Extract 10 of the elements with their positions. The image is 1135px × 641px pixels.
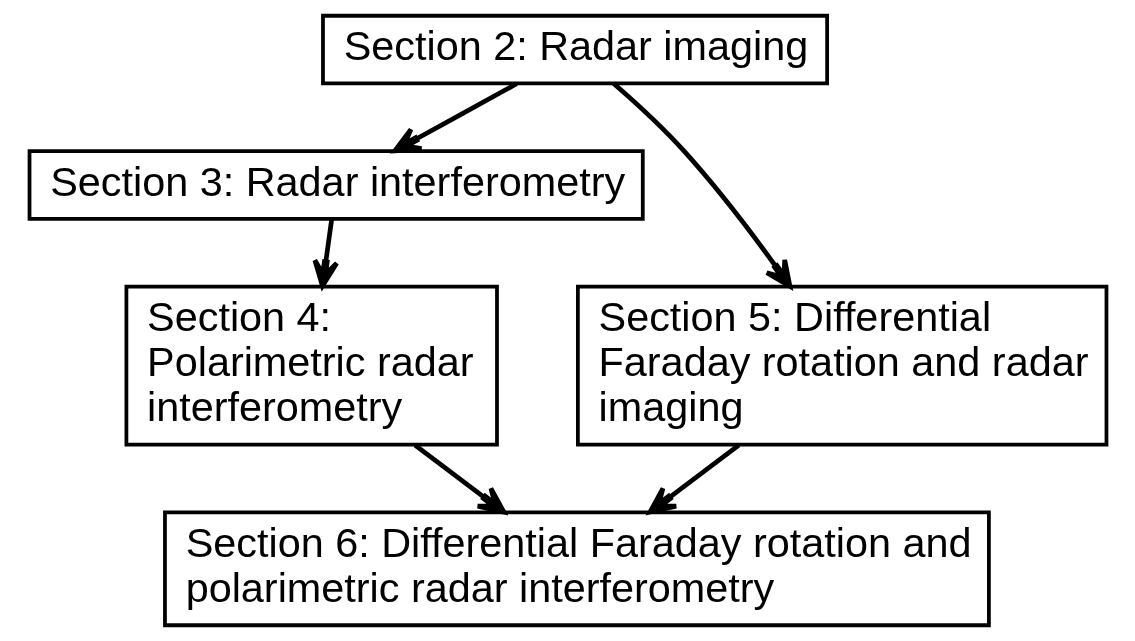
arrow <box>647 443 740 515</box>
node-box: Section 4: Polarimetric radar interferometry <box>124 284 499 447</box>
arrow <box>611 81 792 289</box>
node-box: Section 3: Radar interferometry <box>27 149 645 221</box>
node-box: Section 5: Differential Faraday rotation and radar imaging <box>575 284 1108 447</box>
node-box: Section 2: Radar imaging <box>320 13 829 86</box>
arrow <box>391 81 518 154</box>
arrow <box>312 219 339 289</box>
arrow <box>413 443 506 515</box>
node-box: Section 6: Differential Faraday rotation and polarimetric radar interferometry <box>162 510 991 628</box>
